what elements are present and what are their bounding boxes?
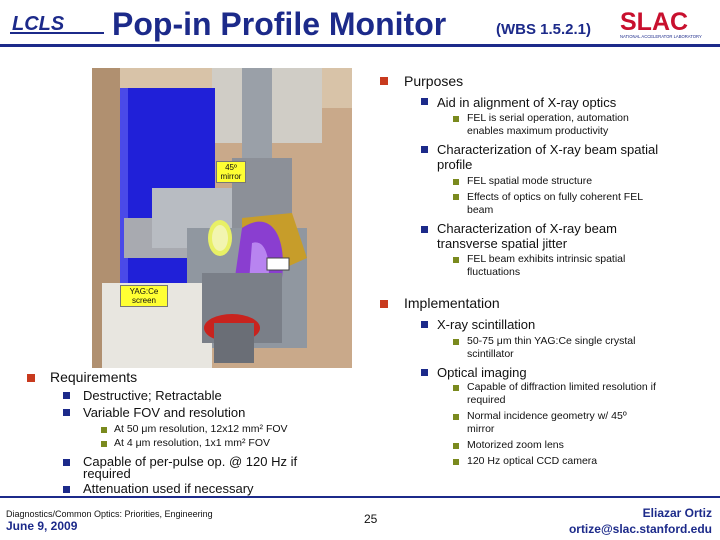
purposes-item-2-l2: profile xyxy=(437,157,473,172)
purposes-item-1-sub-1-l1: FEL is serial operation, automation xyxy=(467,112,629,124)
purposes-item-3-sub-1-l1: FEL beam exhibits intrinsic spatial xyxy=(467,253,626,265)
footer-presenter-name: Eliazar Ortiz xyxy=(642,506,712,520)
yag-callout-line1: YAG:Ce xyxy=(129,287,159,296)
sub-bullet xyxy=(453,414,459,420)
implementation-bullet xyxy=(380,300,388,308)
mirror-callout: 45º mirror xyxy=(216,161,246,183)
bullet xyxy=(63,459,70,466)
sub-bullet xyxy=(453,179,459,185)
yag-callout-line2: screen xyxy=(131,296,156,305)
profile-monitor-photo: 45º mirror YAG:Ce screen xyxy=(92,68,352,368)
bullet xyxy=(421,146,428,153)
footer-presenter-email: ortize@slac.stanford.edu xyxy=(568,522,712,536)
purposes-item-2-sub-1: FEL spatial mode structure xyxy=(467,175,593,187)
purposes-item-3-l1: Characterization of X-ray beam xyxy=(437,221,617,236)
implementation-item-2-sub-3: Motorized zoom lens xyxy=(467,439,564,451)
requirements-item-3-l2: required xyxy=(83,466,131,481)
sub-bullet xyxy=(453,116,459,122)
lcls-logo: LCLS xyxy=(10,13,104,35)
footer-rule xyxy=(0,496,720,498)
page-number: 25 xyxy=(364,512,378,526)
bullet xyxy=(421,98,428,105)
implementation-item-1-sub-1-l1: 50-75 μm thin YAG:Ce single crystal xyxy=(467,335,636,347)
slide-header: LCLS Pop-in Profile Monitor (WBS 1.5.2.1… xyxy=(0,0,720,47)
purposes-item-3-l2: transverse spatial jitter xyxy=(437,236,568,251)
purposes-heading: Purposes xyxy=(404,73,464,89)
purposes-bullet xyxy=(380,77,388,85)
slac-logo-subtext: NATIONAL ACCELERATOR LABORATORY xyxy=(620,34,702,39)
purposes-item-2-sub-2-l1: Effects of optics on fully coherent FEL xyxy=(467,191,644,203)
purposes-item-1: Aid in alignment of X-ray optics xyxy=(437,95,617,110)
implementation-item-2-sub-1-l2: required xyxy=(467,394,506,406)
sub-bullet xyxy=(101,427,107,433)
sub-bullet xyxy=(453,257,459,263)
purposes-item-3-sub-1-l2: fluctuations xyxy=(467,266,521,278)
requirements-item-2-sub-1: At 50 μm resolution, 12x12 mm² FOV xyxy=(114,423,288,435)
sub-bullet xyxy=(453,459,459,465)
wbs-label: (WBS 1.5.2.1) xyxy=(496,21,592,38)
footer-date: June 9, 2009 xyxy=(6,519,78,533)
yag-screen-callout: YAG:Ce screen xyxy=(120,285,168,307)
implementation-item-2-sub-2-l1: Normal incidence geometry w/ 45º xyxy=(467,410,627,422)
bullet xyxy=(421,369,428,376)
requirements-item-2-sub-2: At 4 μm resolution, 1x1 mm² FOV xyxy=(114,437,271,449)
purposes-item-2-l1: Characterization of X-ray beam spatial xyxy=(437,142,659,157)
requirements-item-2: Variable FOV and resolution xyxy=(83,405,246,420)
header-rule xyxy=(0,44,720,47)
bullet xyxy=(421,321,428,328)
slac-logo-text: SLAC xyxy=(620,8,688,36)
implementation-heading: Implementation xyxy=(404,295,500,311)
implementation-item-1-sub-1-l2: scintillator xyxy=(467,348,514,360)
footer-talk-title: Diagnostics/Common Optics: Priorities, E… xyxy=(6,509,213,519)
requirements-item-1: Destructive; Retractable xyxy=(83,388,222,403)
bullet xyxy=(63,392,70,399)
sub-bullet xyxy=(101,441,107,447)
implementation-item-2-sub-1-l1: Capable of diffraction limited resolutio… xyxy=(467,381,656,393)
sub-bullet xyxy=(453,443,459,449)
sub-bullet xyxy=(453,339,459,345)
implementation-item-2-sub-2-l2: mirror xyxy=(467,423,495,435)
slide-title: Pop-in Profile Monitor xyxy=(112,6,447,42)
implementation-item-2-sub-4: 120 Hz optical CCD camera xyxy=(467,455,598,467)
mirror-callout-line2: mirror xyxy=(220,172,242,181)
bullet xyxy=(63,409,70,416)
implementation-item-1: X-ray scintillation xyxy=(437,317,536,332)
requirements-heading: Requirements xyxy=(50,369,138,385)
bullet xyxy=(63,486,70,493)
implementation-item-2: Optical imaging xyxy=(437,365,527,380)
sub-bullet xyxy=(453,385,459,391)
slac-logo: SLAC NATIONAL ACCELERATOR LABORATORY xyxy=(606,4,716,42)
purposes-item-1-sub-1-l2: enables maximum productivity xyxy=(467,125,609,137)
bullet xyxy=(421,226,428,233)
requirements-item-3-l1: Capable of per-pulse op. @ 120 Hz if xyxy=(83,454,298,469)
sub-bullet xyxy=(453,194,459,200)
purposes-item-2-sub-2-l2: beam xyxy=(467,204,494,216)
requirements-bullet xyxy=(27,374,35,382)
mirror-callout-line1: 45º xyxy=(225,163,237,172)
lcls-logo-text: LCLS xyxy=(12,13,65,35)
requirements-item-4: Attenuation used if necessary xyxy=(83,481,254,496)
